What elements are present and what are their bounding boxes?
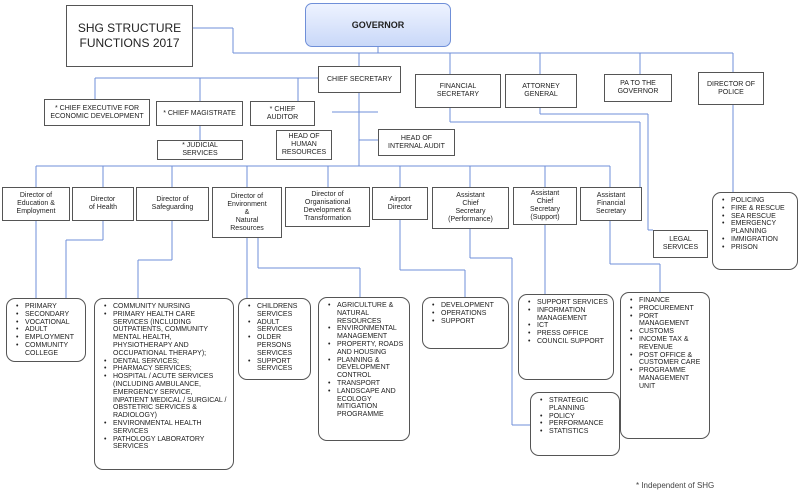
list-item: PROPERTY, ROADS AND HOUSING — [328, 341, 405, 357]
list-item: STATISTICS — [540, 428, 615, 436]
chief-magistrate-box: * CHIEF MAGISTRATE — [156, 101, 243, 126]
health-list: COMMUNITY NURSINGPRIMARY HEALTH CARE SER… — [94, 298, 234, 470]
environment-list: AGRICULTURE & NATURAL RESOURCESENVIRONME… — [318, 297, 410, 441]
list-item: ADULT SERVICES — [248, 319, 306, 335]
head-internal-audit-box: HEAD OF INTERNAL AUDIT — [378, 129, 455, 156]
list-item: STRATEGIC PLANNING — [540, 397, 615, 413]
list-item: POST OFFICE & CUSTOMER CARE — [630, 352, 705, 368]
list-item: OPERATIONS — [432, 310, 504, 318]
safeguarding-list: CHILDRENS SERVICESADULT SERVICESOLDER PE… — [238, 298, 311, 380]
list-item: IMMIGRATION — [722, 236, 793, 244]
list-item: VOCATIONAL — [16, 319, 81, 327]
chief-auditor-box: * CHIEF AUDITOR — [250, 101, 315, 126]
legal-services-box: LEGAL SERVICES — [653, 230, 708, 258]
list-item: PRISON — [722, 244, 793, 252]
list-item: PRESS OFFICE — [528, 330, 609, 338]
list-item: COMMUNITY NURSING — [104, 303, 229, 311]
director-police-box: DIRECTOR OF POLICE — [698, 72, 764, 105]
acs-support-list: SUPPORT SERVICESINFORMATION MANAGEMENTIC… — [518, 294, 614, 380]
list-item: OLDER PERSONS SERVICES — [248, 334, 306, 357]
acs-support-box: Assistant Chief Secretary (Support) — [513, 187, 577, 225]
list-item: SUPPORT SERVICES — [528, 299, 609, 307]
list-item: PLANNING & DEVELOPMENT CONTROL — [328, 357, 405, 380]
financial-secretary-box: FINANCIAL SECRETARY — [415, 74, 501, 108]
list-item: ENVIRONMENTAL MANAGEMENT — [328, 325, 405, 341]
list-item: SECONDARY — [16, 311, 81, 319]
list-item: CHILDRENS SERVICES — [248, 303, 306, 319]
list-item: FIRE & RESCUE — [722, 205, 793, 213]
police-list: POLICINGFIRE & RESCUESEA RESCUEEMERGENCY… — [712, 192, 798, 270]
list-item: HOSPITAL / ACUTE SERVICES (INCLUDING AMB… — [104, 373, 229, 420]
director-environment-box: Director of Environment & Natural Resour… — [212, 187, 282, 238]
list-item: INCOME TAX & REVENUE — [630, 336, 705, 352]
list-item: SEA RESCUE — [722, 213, 793, 221]
chart-title: SHG STRUCTURE FUNCTIONS 2017 — [66, 5, 193, 67]
list-item: AGRICULTURE & NATURAL RESOURCES — [328, 302, 405, 325]
list-item: LANDSCAPE AND ECOLOGY MITIGATION PROGRAM… — [328, 388, 405, 419]
airport-list: DEVELOPMENTOPERATIONSSUPPORT — [422, 297, 509, 349]
director-safeguarding-box: Director of Safeguarding — [136, 187, 209, 221]
list-item: ADULT — [16, 326, 81, 334]
list-item: EMERGENCY PLANNING — [722, 220, 793, 236]
governor-box: GOVERNOR — [305, 3, 451, 47]
list-item: DENTAL SERVICES; — [104, 358, 229, 366]
list-item: PHARMACY SERVICES; — [104, 365, 229, 373]
education-list: PRIMARYSECONDARYVOCATIONALADULTEMPLOYMEN… — [6, 298, 86, 362]
list-item: CUSTOMS — [630, 328, 705, 336]
list-item: POLICY — [540, 413, 615, 421]
list-item: SUPPORT SERVICES — [248, 358, 306, 374]
list-item: PRIMARY — [16, 303, 81, 311]
acs-performance-box: Assistant Chief Secretary (Performance) — [432, 187, 509, 229]
list-item: TRANSPORT — [328, 380, 405, 388]
list-item: ICT — [528, 322, 609, 330]
list-item: FINANCE — [630, 297, 705, 305]
list-item: DEVELOPMENT — [432, 302, 504, 310]
list-item: INFORMATION MANAGEMENT — [528, 307, 609, 323]
chief-secretary-box: CHIEF SECRETARY — [318, 66, 401, 93]
list-item: PORT MANAGEMENT — [630, 313, 705, 329]
financial-list: FINANCEPROCUREMENTPORT MANAGEMENTCUSTOMS… — [620, 292, 710, 439]
list-item: COMMUNITY COLLEGE — [16, 342, 81, 358]
list-item: EMPLOYMENT — [16, 334, 81, 342]
list-item: PRIMARY HEALTH CARE SERVICES (INCLUDING … — [104, 311, 229, 358]
list-item: SUPPORT — [432, 318, 504, 326]
chief-executive-economic-box: * CHIEF EXECUTIVE FOR ECONOMIC DEVELOPME… — [44, 99, 150, 126]
acs-performance-list: STRATEGIC PLANNINGPOLICYPERFORMANCESTATI… — [530, 392, 620, 456]
list-item: PATHOLOGY LABORATORY SERVICES — [104, 436, 229, 452]
judicial-services-box: * JUDICIAL SERVICES — [157, 140, 243, 160]
list-item: ENVIRONMENTAL HEALTH SERVICES — [104, 420, 229, 436]
director-health-box: Director of Health — [72, 187, 134, 221]
list-item: POLICING — [722, 197, 793, 205]
list-item: PROGRAMME MANAGEMENT UNIT — [630, 367, 705, 390]
list-item: PROCUREMENT — [630, 305, 705, 313]
director-education-box: Director of Education & Employment — [2, 187, 70, 221]
director-organisational-box: Director of Organisational Development &… — [285, 187, 370, 227]
assistant-financial-secretary-box: Assistant Financial Secretary — [580, 187, 642, 221]
attorney-general-box: ATTORNEY GENERAL — [505, 74, 577, 108]
airport-director-box: Airport Director — [372, 187, 428, 220]
head-hr-box: HEAD OF HUMAN RESOURCES — [276, 130, 332, 160]
footnote: * Independent of SHG — [636, 481, 715, 490]
pa-governor-box: PA TO THE GOVERNOR — [604, 74, 672, 102]
list-item: PERFORMANCE — [540, 420, 615, 428]
list-item: COUNCIL SUPPORT — [528, 338, 609, 346]
